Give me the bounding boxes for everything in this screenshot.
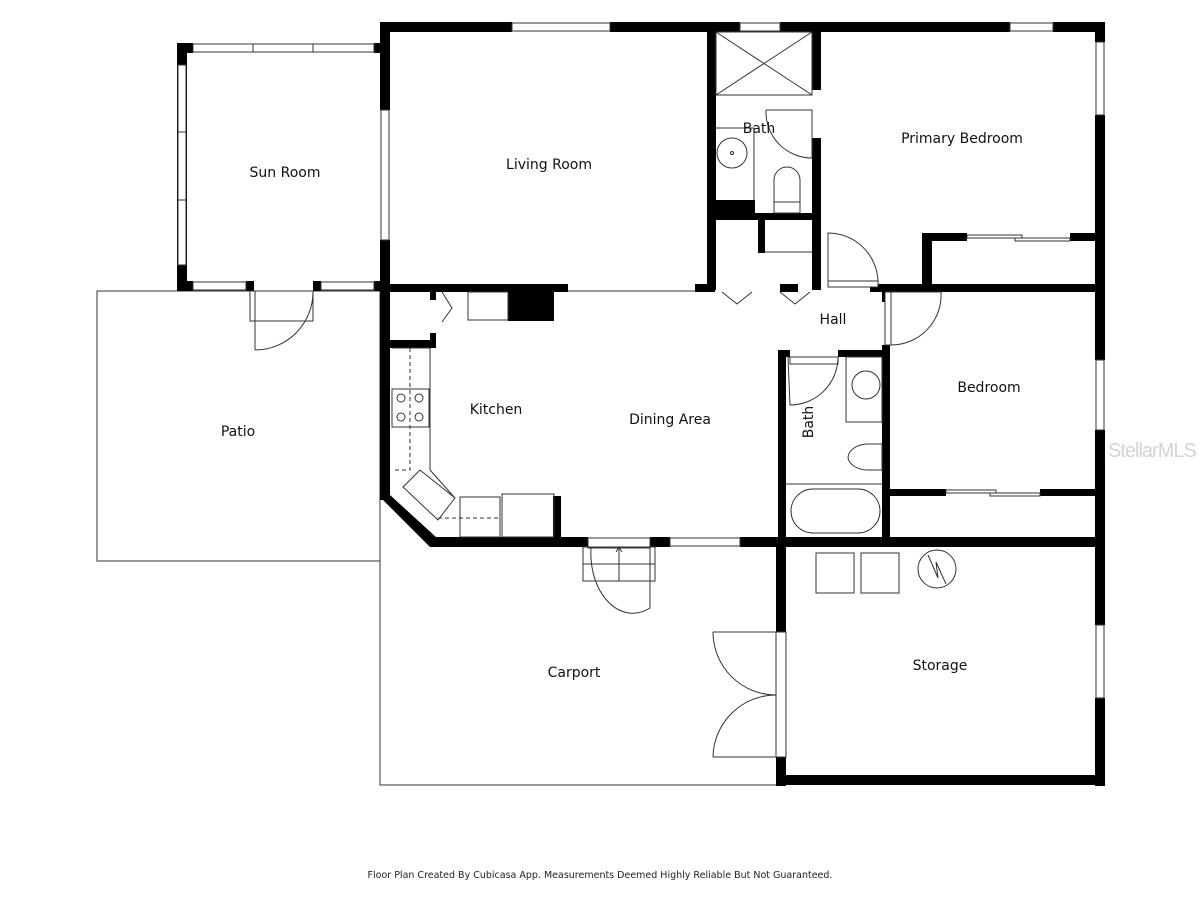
room-label-kitchen: Kitchen <box>469 402 523 418</box>
room-label-storage: Storage <box>912 658 968 674</box>
room-label-patio: Patio <box>220 424 256 440</box>
room-label-sun-room: Sun Room <box>249 165 321 181</box>
room-label-primary-bedroom: Primary Bedroom <box>901 131 1023 147</box>
room-label-living-room: Living Room <box>506 157 592 173</box>
room-label-carport: Carport <box>547 665 601 681</box>
carport-outline <box>379 500 780 786</box>
room-label-dining-area: Dining Area <box>629 412 711 428</box>
room-label-primary-bath: Bath <box>742 121 776 137</box>
watermark: StellarMLS <box>1108 440 1197 462</box>
room-label-hall: Hall <box>819 312 847 328</box>
footer-disclaimer: Floor Plan Created By Cubicasa App. Meas… <box>367 870 833 881</box>
room-label-hall-bath: Bath <box>801 405 817 439</box>
room-label-bedroom: Bedroom <box>957 380 1021 396</box>
